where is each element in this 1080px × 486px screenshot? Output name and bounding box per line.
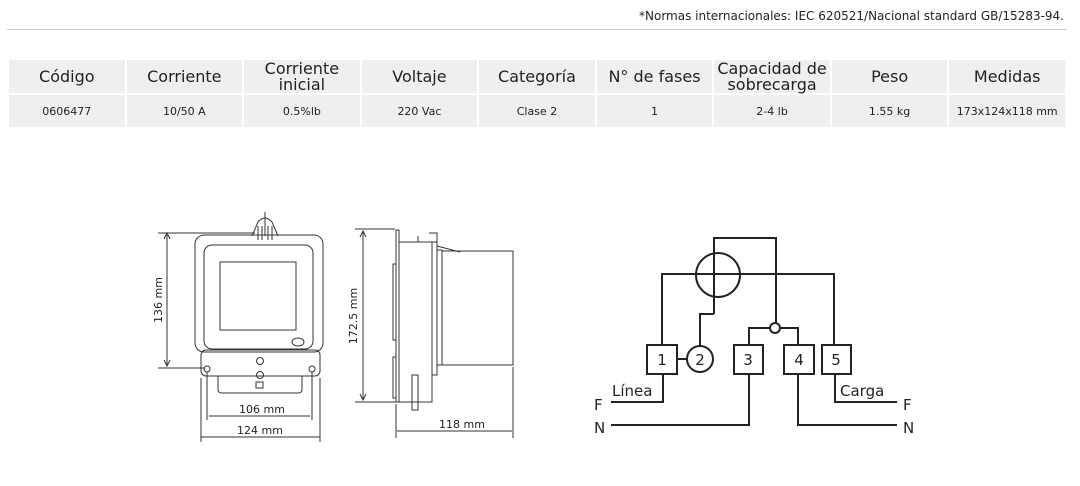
table-header-row: Código Corriente Corriente inicial Volta… [7, 58, 1067, 95]
header-corriente: Corriente [124, 58, 245, 95]
dim-height-side: 172.5 mm [347, 288, 360, 344]
terminal-1-label: 1 [657, 351, 667, 369]
header-fases: N° de fases [594, 58, 715, 95]
meter-side-view: 172.5 mm 118 mm [347, 228, 514, 438]
dim-depth: 118 mm [439, 418, 485, 431]
divider [7, 29, 1067, 30]
terminal-4-label: 4 [794, 351, 804, 369]
standards-note: *Normas internacionales: IEC 620521/Naci… [639, 9, 1064, 23]
neutral-in-label: N [594, 419, 605, 437]
cell-medidas: 173x124x118 mm [947, 93, 1067, 129]
cell-codigo: 0606477 [7, 93, 127, 129]
dim-outer-width: 124 mm [237, 424, 283, 437]
cell-corriente: 10/50 A [124, 93, 245, 129]
terminal-5 [821, 344, 852, 375]
dim-inner-width: 106 mm [239, 403, 285, 416]
header-corriente-inicial: Corriente inicial [242, 58, 362, 95]
meter-front-view: 136 mm 106 mm 124 mm [152, 212, 324, 442]
header-voltaje: Voltaje [359, 58, 480, 95]
header-medidas: Medidas [947, 58, 1067, 95]
cell-sobrecarga: 2-4 lb [712, 93, 832, 129]
terminal-2-label: 2 [695, 351, 705, 369]
terminal-5-label: 5 [831, 351, 841, 369]
header-peso: Peso [829, 58, 950, 95]
wiring-diagram: 1 2 3 4 5 Línea Carga F N F N [594, 237, 914, 437]
cell-voltaje: 220 Vac [359, 93, 480, 129]
neutral-out-label: N [903, 419, 914, 437]
spec-table: Código Corriente Corriente inicial Volta… [7, 58, 1067, 129]
line-label: Línea [612, 382, 652, 400]
header-sobrecarga: Capacidad de sobrecarga [712, 58, 832, 95]
load-label: Carga [840, 382, 884, 400]
cell-fases: 1 [594, 93, 715, 129]
dim-height-front: 136 mm [152, 277, 165, 323]
cell-categoria: Clase 2 [477, 93, 597, 129]
cell-peso: 1.55 kg [829, 93, 950, 129]
header-categoria: Categoría [477, 58, 597, 95]
table-row: 0606477 10/50 A 0.5%lb 220 Vac Clase 2 1… [7, 93, 1067, 129]
terminal-3-label: 3 [743, 351, 753, 369]
phase-in-label: F [594, 396, 603, 414]
header-codigo: Código [7, 58, 127, 95]
cell-corriente-inicial: 0.5%lb [242, 93, 362, 129]
phase-out-label: F [903, 396, 912, 414]
